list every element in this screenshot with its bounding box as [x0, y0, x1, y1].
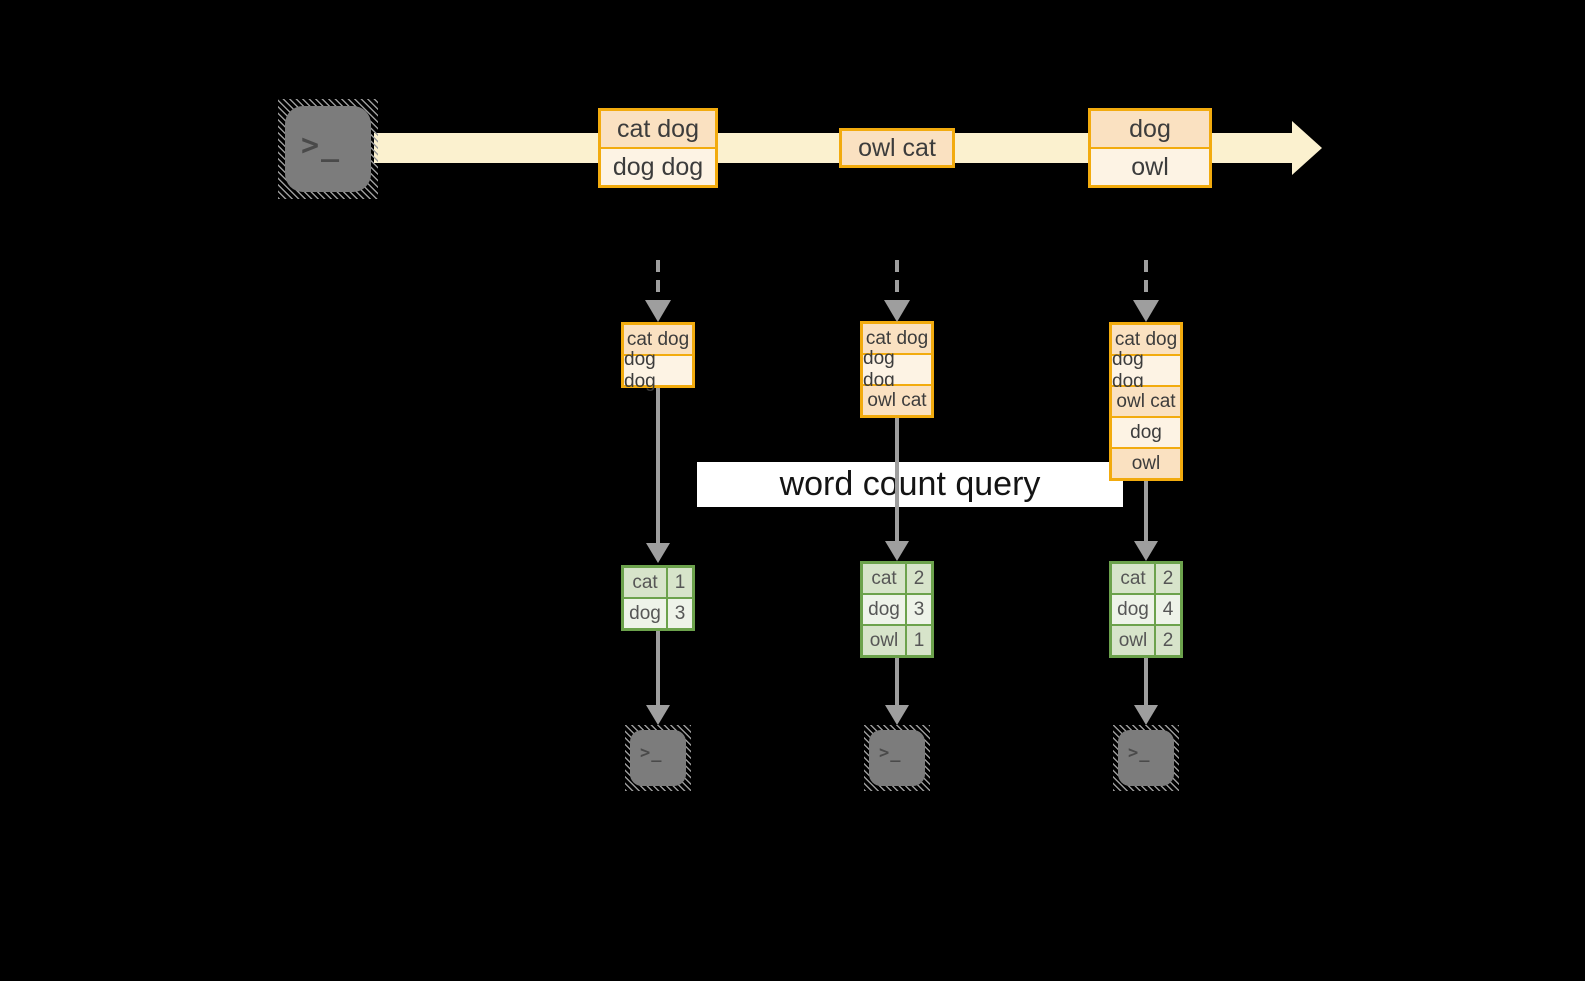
consumer-terminal-icon-3: >_	[1113, 725, 1179, 791]
buffer-line: owl cat	[1112, 387, 1180, 416]
query-arrow-2	[895, 418, 899, 541]
ingest-arrowhead-3	[1133, 300, 1159, 322]
count-table-3: cat 2 dog 4 owl 2	[1109, 561, 1183, 658]
table-word-cell: cat	[624, 568, 666, 597]
buffer-line: cat dog	[863, 324, 931, 353]
query-arrowhead-1	[646, 543, 670, 563]
query-arrowhead-2	[885, 541, 909, 561]
query-arrowhead-3	[1134, 541, 1158, 561]
stream-message-box-2: owl cat	[839, 128, 955, 168]
result-arrowhead-1	[646, 705, 670, 725]
ingest-arrowhead-2	[884, 300, 910, 322]
table-count-cell: 2	[907, 564, 931, 593]
table-word-cell: dog	[863, 595, 905, 624]
query-banner: word count query	[697, 462, 1123, 507]
terminal-prompt-glyph: >_	[301, 128, 342, 163]
terminal-screen: >_	[869, 730, 925, 786]
ingest-arrow-dashed-3	[1144, 260, 1148, 302]
ingest-arrowhead-1	[645, 300, 671, 322]
query-arrow-3	[1144, 481, 1148, 541]
terminal-screen: >_	[630, 730, 686, 786]
table-word-cell: dog	[624, 599, 666, 628]
query-arrow-1	[656, 388, 660, 543]
terminal-screen: >_	[1118, 730, 1174, 786]
table-count-cell: 2	[1156, 564, 1180, 593]
terminal-screen: >_	[285, 106, 371, 192]
terminal-prompt-glyph: >_	[1128, 743, 1151, 763]
query-banner-label: word count query	[779, 465, 1041, 503]
stream-message-box-1: cat dog dog dog	[598, 108, 718, 188]
stream-arrowhead-icon	[1292, 121, 1322, 175]
buffer-stack-2: cat dog dog dog owl cat	[860, 321, 934, 418]
terminal-prompt-glyph: >_	[640, 743, 663, 763]
result-arrowhead-3	[1134, 705, 1158, 725]
stream-message-box-3: dog owl	[1088, 108, 1212, 188]
table-word-cell: cat	[863, 564, 905, 593]
buffer-line: dog dog	[624, 349, 692, 392]
table-word-cell: owl	[1112, 626, 1154, 655]
result-arrow-1	[656, 631, 660, 705]
table-count-cell: 3	[907, 595, 931, 624]
consumer-terminal-icon-2: >_	[864, 725, 930, 791]
buffer-line: dog dog	[863, 348, 931, 391]
table-count-cell: 2	[1156, 626, 1180, 655]
buffer-line: owl cat	[863, 386, 931, 415]
message-line: owl cat	[842, 131, 952, 165]
table-count-cell: 3	[668, 599, 692, 628]
message-line: dog	[1091, 111, 1209, 147]
message-line: dog dog	[601, 149, 715, 185]
table-word-cell: cat	[1112, 564, 1154, 593]
message-line: owl	[1091, 149, 1209, 185]
result-arrow-3	[1144, 658, 1148, 705]
table-word-cell: dog	[1112, 595, 1154, 624]
producer-terminal-icon: >_	[278, 99, 378, 199]
ingest-arrow-dashed-2	[895, 260, 899, 302]
buffer-stack-3: cat dog dog dog owl cat dog owl	[1109, 322, 1183, 481]
consumer-terminal-icon-1: >_	[625, 725, 691, 791]
message-line: cat dog	[601, 111, 715, 147]
table-count-cell: 4	[1156, 595, 1180, 624]
buffer-line: cat dog	[1112, 325, 1180, 354]
result-arrowhead-2	[885, 705, 909, 725]
buffer-line: owl	[1112, 449, 1180, 478]
buffer-line: dog	[1112, 418, 1180, 447]
buffer-line: cat dog	[624, 325, 692, 354]
result-arrow-2	[895, 658, 899, 705]
count-table-2: cat 2 dog 3 owl 1	[860, 561, 934, 658]
table-word-cell: owl	[863, 626, 905, 655]
count-table-1: cat 1 dog 3	[621, 565, 695, 631]
table-count-cell: 1	[668, 568, 692, 597]
table-count-cell: 1	[907, 626, 931, 655]
buffer-line: dog dog	[1112, 349, 1180, 392]
terminal-prompt-glyph: >_	[879, 743, 902, 763]
buffer-stack-1: cat dog dog dog	[621, 322, 695, 392]
ingest-arrow-dashed-1	[656, 260, 660, 302]
